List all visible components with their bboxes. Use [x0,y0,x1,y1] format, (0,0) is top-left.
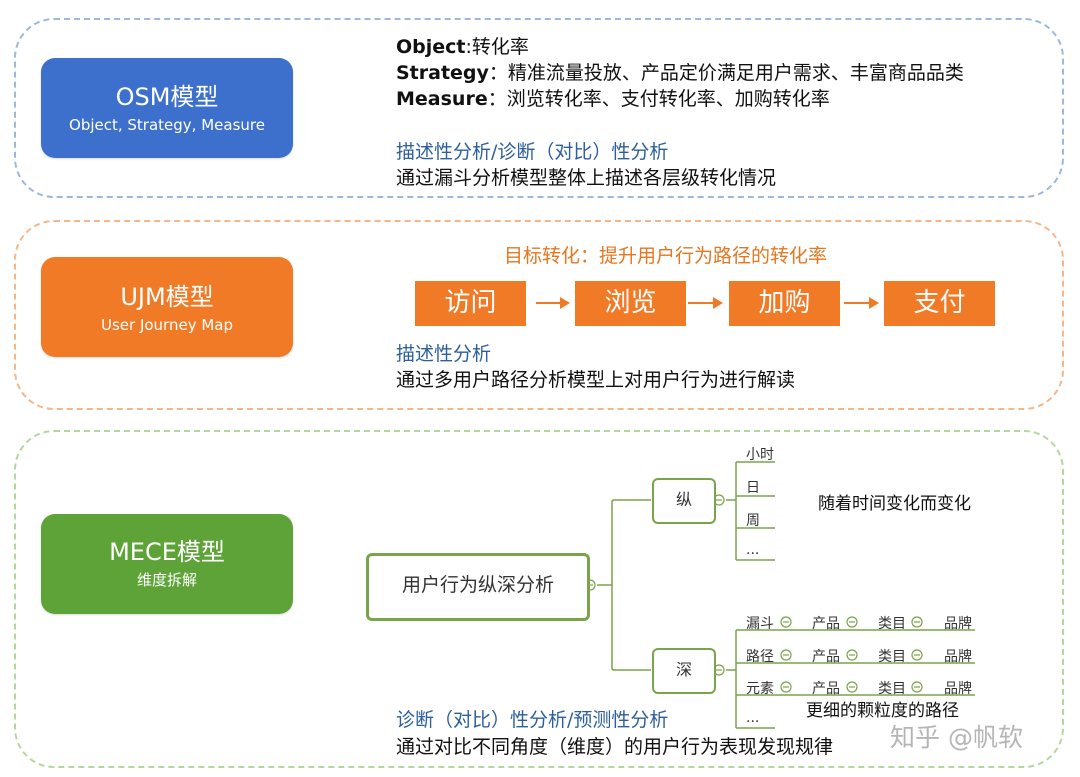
depth-cell: 类目 [878,649,906,665]
osm-subtitle: Object, Strategy, Measure [69,116,265,134]
ujm-analysis-desc: 通过多用户路径分析模型上对用户行为进行解读 [396,369,796,391]
ujm-title: UJM模型 [120,283,214,311]
depth-cell: 产品 [812,616,840,632]
mindmap-depth-node: 深 [652,648,716,694]
watermark: 知乎 @帆软 [890,723,1023,752]
osm-strategy-line: Strategy：精准流量投放、产品定价满足用户需求、丰富商品品类 [396,61,964,85]
arrow-icon [844,297,879,309]
depth-cell: 产品 [812,681,840,697]
osm-strategy-value: ：精准流量投放、产品定价满足用户需求、丰富商品品类 [488,62,964,84]
ujm-panel [14,220,1064,410]
mece-model-box: MECE模型 维度拆解 [41,514,293,614]
depth-cell: 元素 [746,681,774,697]
osm-object-line: Object:转化率 [396,35,529,59]
ujm-analysis-type: 描述性分析 [396,343,492,365]
mece-analysis-type: 诊断（对比）性分析/预测性分析 [396,709,669,731]
arrow-icon [536,297,570,309]
depth-ellipsis: ... [746,710,760,726]
osm-panel [14,18,1064,198]
vertical-item: 日 [746,480,760,496]
mece-panel [14,430,1064,768]
depth-cell: 产品 [812,649,840,665]
vertical-item: 周 [746,513,760,529]
depth-cell: 品牌 [944,616,972,632]
osm-title: OSM模型 [115,83,219,111]
mece-analysis-desc: 通过对比不同角度（维度）的用户行为表现发现规律 [396,736,834,758]
step-visit: 访问 [415,281,526,326]
step-add-cart: 加购 [729,281,840,326]
ujm-model-box: UJM模型 User Journey Map [41,257,293,357]
osm-measure-label: Measure [396,88,488,110]
ujm-goal: 目标转化：提升用户行为路径的转化率 [504,245,828,267]
depth-cell: 路径 [746,649,774,665]
vertical-item: 小时 [746,447,774,463]
step-browse: 浏览 [575,281,686,326]
mindmap-root: 用户行为纵深分析 [366,553,590,621]
mindmap-vertical-node: 纵 [652,478,716,524]
vertical-item: ... [746,542,760,558]
osm-strategy-label: Strategy [396,62,489,84]
osm-analysis-desc: 通过漏斗分析模型整体上描述各层级转化情况 [396,167,777,189]
osm-model-box: OSM模型 Object, Strategy, Measure [41,58,293,158]
arrow-icon [688,297,723,309]
depth-cell: 类目 [878,681,906,697]
depth-note: 更细的颗粒度的路径 [806,701,959,721]
depth-cell: 漏斗 [746,616,774,632]
osm-measure-line: Measure：浏览转化率、支付转化率、加购转化率 [396,87,830,111]
osm-object-value: :转化率 [465,36,529,58]
osm-measure-value: ：浏览转化率、支付转化率、加购转化率 [487,88,830,110]
step-pay: 支付 [884,281,995,326]
mece-title: MECE模型 [109,538,225,566]
depth-cell: 类目 [878,616,906,632]
vertical-note: 随着时间变化而变化 [818,494,971,514]
depth-cell: 品牌 [944,681,972,697]
depth-cell: 品牌 [944,649,972,665]
osm-analysis-type: 描述性分析/诊断（对比）性分析 [396,141,669,163]
osm-object-label: Object [396,36,466,58]
ujm-subtitle: User Journey Map [100,316,233,334]
mece-subtitle: 维度拆解 [136,571,197,589]
